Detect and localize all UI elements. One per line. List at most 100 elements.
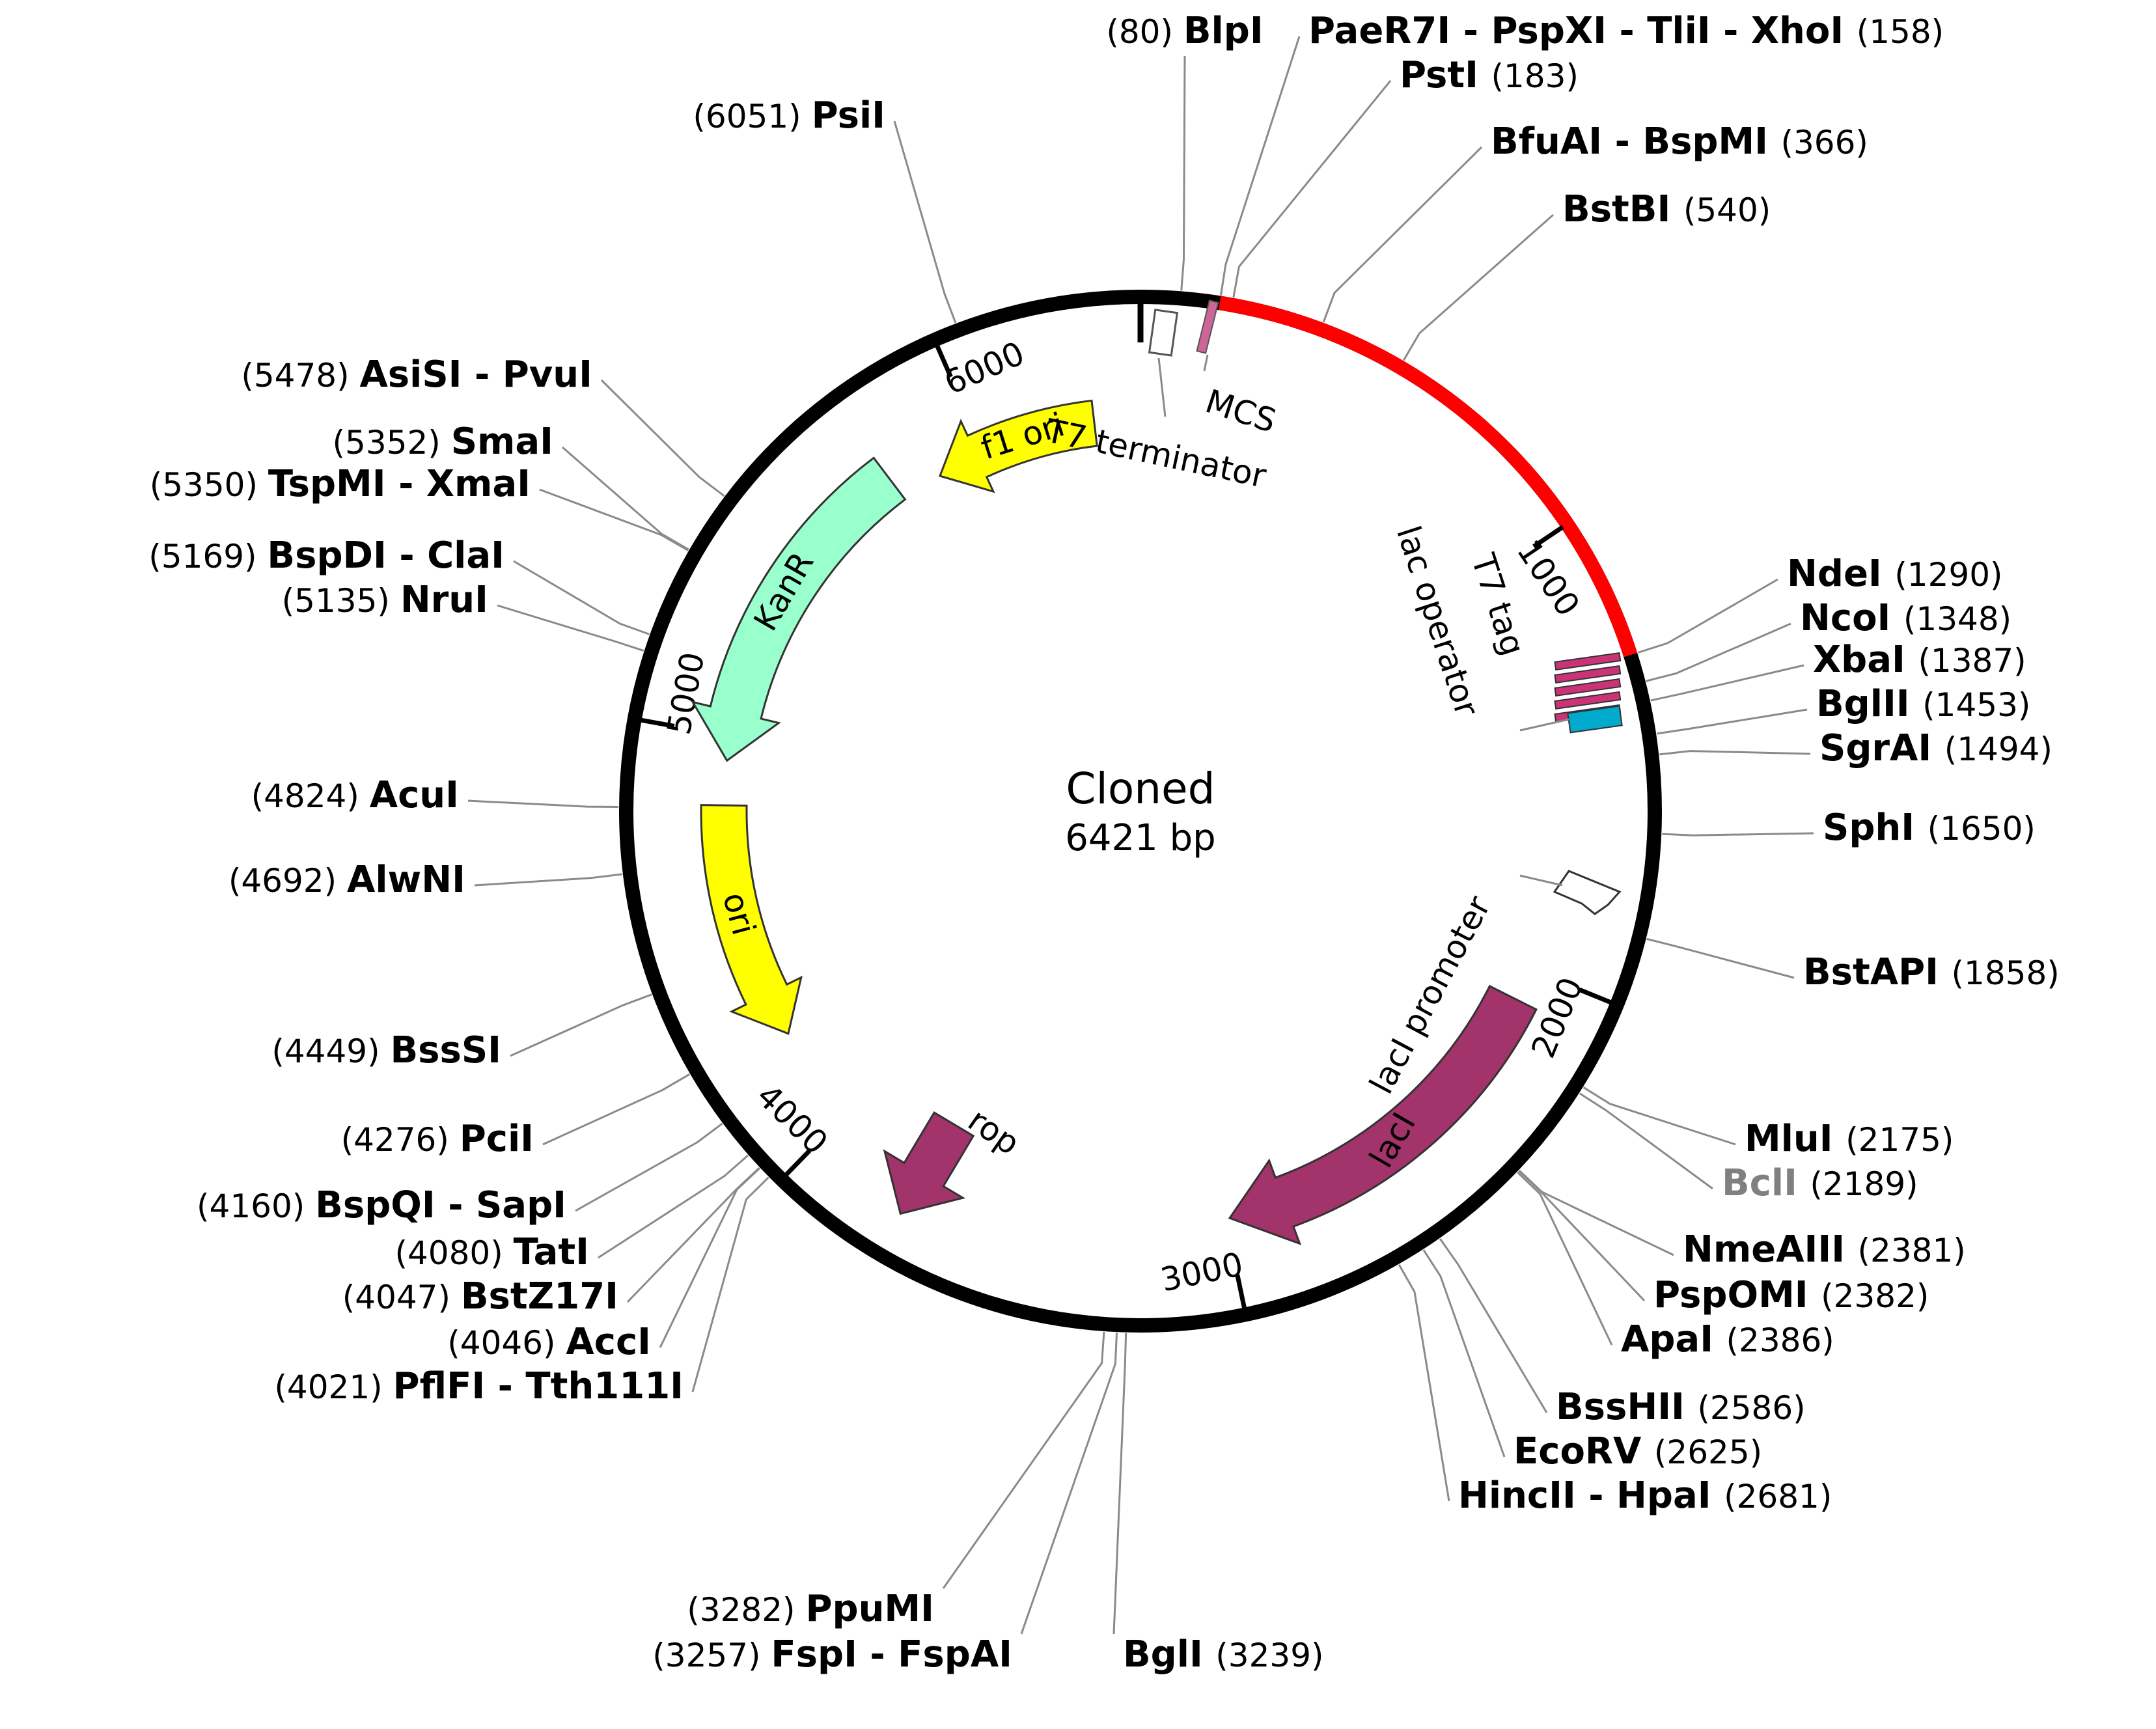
site-position: (2381)	[1858, 1232, 1966, 1269]
site-position: (80)	[1106, 13, 1183, 51]
site-position: (158)	[1857, 13, 1944, 51]
feature-arrow-kanr	[691, 456, 907, 762]
site-leader-bspdi-clai	[513, 560, 650, 635]
site-name: NmeAIII	[1683, 1228, 1858, 1271]
site-leader-tati	[598, 1154, 749, 1259]
site-leader-bstapi	[1646, 937, 1795, 979]
site-position: (1650)	[1928, 810, 2036, 848]
site-position: (2386)	[1726, 1321, 1834, 1359]
site-position: (5478)	[241, 357, 359, 394]
site-name: AcuI	[370, 774, 459, 816]
site-name: NcoI	[1800, 597, 1903, 639]
site-position: (4046)	[447, 1324, 566, 1362]
site-leader-sphi	[1662, 832, 1814, 837]
site-position: (3282)	[687, 1591, 805, 1629]
site-name: MluI	[1745, 1118, 1845, 1160]
site-label-hincii-hpai: HincII - HpaI (2681)	[1458, 1474, 1832, 1517]
site-name: BglI	[1123, 1633, 1215, 1676]
site-leader-ndei	[1637, 578, 1778, 654]
site-leader-alwni	[474, 873, 623, 887]
site-label-psii: (6051) PsiI	[693, 94, 885, 137]
tick-5000	[639, 717, 675, 728]
site-leader-sgrai	[1659, 750, 1811, 756]
site-position: (5169)	[148, 538, 267, 575]
site-label-tspmi-xmai: (5350) TspMI - XmaI	[150, 463, 531, 505]
site-leader-bsshii	[1439, 1238, 1548, 1413]
site-name: AccI	[566, 1321, 651, 1363]
site-position: (5350)	[150, 466, 268, 504]
site-label-ecorv: EcoRV (2625)	[1513, 1430, 1762, 1473]
tick-3000	[1235, 1274, 1247, 1310]
plasmid-name: Cloned	[1066, 764, 1215, 814]
site-name: BssSI	[390, 1029, 501, 1072]
site-label-sgrai: SgrAI (1494)	[1819, 727, 2052, 769]
site-name: PsiI	[812, 94, 885, 137]
site-position: (4449)	[271, 1032, 390, 1070]
plasmid-backbone	[619, 290, 1662, 1333]
site-leader-pcii	[542, 1073, 691, 1146]
site-name: FspI - FspAI	[771, 1633, 1012, 1676]
site-label-bstbi: BstBI (540)	[1562, 188, 1771, 230]
site-label-acui: (4824) AcuI	[251, 774, 459, 816]
site-leader-bcli	[1579, 1092, 1713, 1190]
feature-arrow-laci	[1228, 984, 1538, 1245]
site-name: BstBI	[1562, 188, 1683, 230]
site-leader-bspqi-sapi	[575, 1122, 723, 1212]
site-label-pflfi-tth111i: (4021) PflFI - Tth111I	[274, 1365, 684, 1407]
feature-arrow-ori	[700, 804, 803, 1035]
site-name: TspMI - XmaI	[268, 463, 531, 505]
site-leader-fspi-fspai	[1020, 1333, 1118, 1635]
site-name: PflFI - Tth111I	[393, 1365, 684, 1407]
site-position: (1858)	[1952, 954, 2060, 992]
site-label-pcii: (4276) PciI	[341, 1118, 534, 1160]
site-name: AsiSI - PvuI	[359, 353, 592, 396]
site-name: BstAPI	[1803, 951, 1952, 993]
site-leader-hincii-hpai	[1398, 1264, 1450, 1502]
site-name: BclI	[1722, 1162, 1810, 1204]
site-position: (2189)	[1810, 1165, 1918, 1203]
site-leader-apai	[1517, 1171, 1613, 1346]
site-label-mlui: MluI (2175)	[1745, 1118, 1954, 1160]
mcs-marker	[1196, 299, 1219, 354]
site-leader-mlui	[1582, 1086, 1736, 1146]
site-leader-bgli	[1113, 1333, 1127, 1635]
site-position: (183)	[1491, 57, 1579, 95]
mcs-leader	[1203, 354, 1209, 372]
lac-operator-marker	[1567, 705, 1623, 734]
site-label-paer7i-pspxi-tlii-xhoi: PaeR7I - PspXI - TliI - XhoI (158)	[1308, 10, 1944, 52]
site-position: (4080)	[394, 1234, 513, 1272]
site-label-bstz17i: (4047) BstZ17I	[342, 1275, 618, 1318]
site-label-bcli: BclI (2189)	[1722, 1162, 1918, 1204]
site-label-ppumi: (3282) PpuMI	[687, 1588, 934, 1630]
backbone-circle	[619, 290, 1662, 1333]
site-position: (6051)	[693, 98, 811, 135]
site-name: HincII - HpaI	[1458, 1474, 1724, 1517]
t7-tag-marker	[1554, 652, 1622, 671]
site-label-bspdi-clai: (5169) BspDI - ClaI	[148, 534, 504, 577]
site-position: (1453)	[1922, 686, 2030, 724]
site-label-acci: (4046) AccI	[447, 1321, 651, 1363]
site-name: BglII	[1816, 683, 1922, 725]
site-leader-bstbi	[1403, 214, 1554, 361]
site-leader-ecorv	[1422, 1249, 1506, 1458]
site-leader-acui	[467, 799, 619, 809]
site-position: (366)	[1780, 124, 1868, 161]
site-label-apai: ApaI (2386)	[1621, 1318, 1834, 1361]
feature-arrow-rop	[883, 1111, 975, 1215]
site-label-asisi-pvui: (5478) AsiSI - PvuI	[241, 353, 592, 396]
site-name: EcoRV	[1513, 1430, 1654, 1473]
site-position: (2625)	[1654, 1433, 1762, 1471]
tick-1000	[1532, 525, 1564, 549]
site-position: (540)	[1683, 191, 1771, 229]
site-leader-pflfi-tth111i	[691, 1176, 769, 1392]
feature-arrow-f1-ori	[938, 399, 1098, 493]
site-name: PspOMI	[1653, 1274, 1821, 1316]
site-label-bfuai-bspmi: BfuAI - BspMI (366)	[1491, 120, 1868, 163]
site-label-bstapi: BstAPI (1858)	[1803, 951, 2060, 993]
site-label-nmeaiii: NmeAIII (2381)	[1683, 1228, 1966, 1271]
site-leader-pspomi	[1518, 1170, 1646, 1302]
